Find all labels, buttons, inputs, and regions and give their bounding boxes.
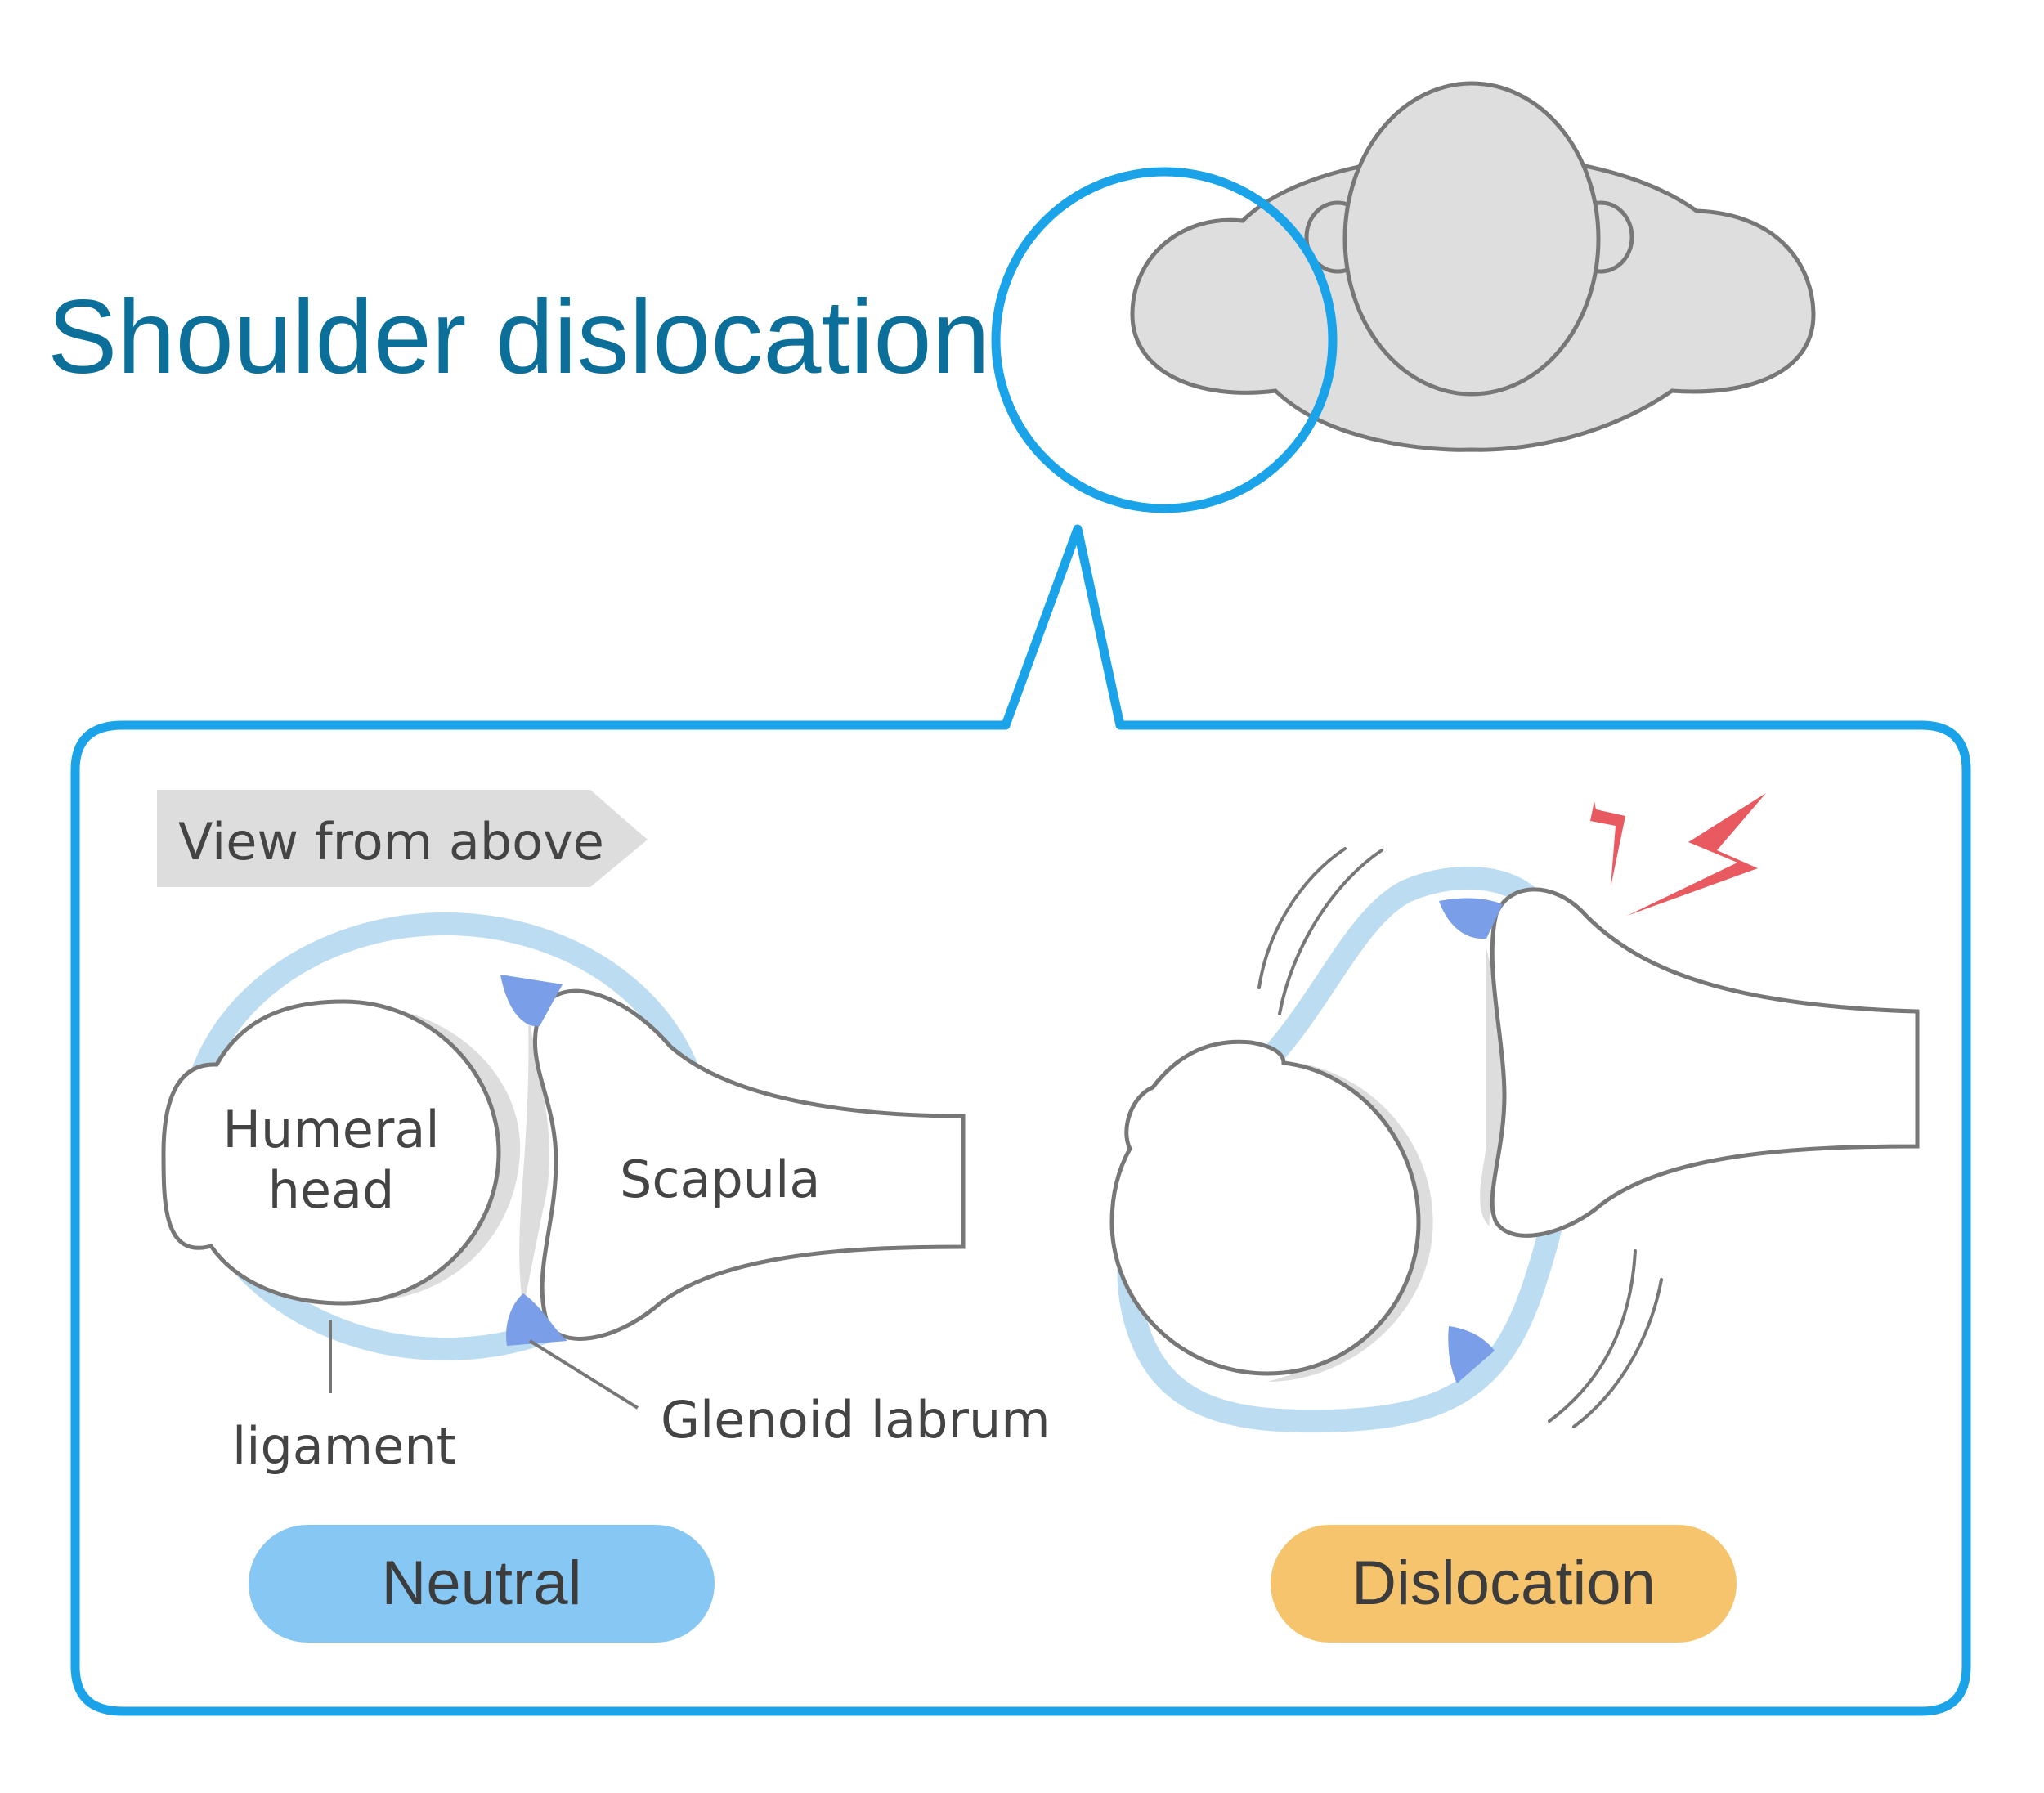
dislocation-labrum-bottom: [1448, 1326, 1495, 1383]
pain-bolt-small: [1586, 760, 1625, 887]
humeral-label-line1: Humeral: [222, 1100, 440, 1159]
motion-lines-right: [1548, 1249, 1663, 1428]
view-from-above-label: View from above: [178, 812, 604, 872]
callout-frame: [70, 524, 1971, 1716]
view-banner: [157, 790, 648, 887]
neutral-pill: [249, 1525, 715, 1643]
neutral-scapula: [532, 988, 966, 1341]
page-title: Shoulder dislocation: [47, 279, 990, 396]
dislocation-joint: [1109, 760, 1920, 1433]
neutral-labrum-top: [500, 975, 563, 1027]
glenoid-leader-line: [528, 1339, 639, 1410]
dislocation-label: Dislocation: [1351, 1549, 1656, 1618]
dislocation-scapula: [1490, 887, 1920, 1238]
magnify-circle: [991, 167, 1338, 513]
dislocation-labrum-top: [1439, 898, 1503, 939]
neutral-label: Neutral: [381, 1549, 582, 1618]
humeral-label-line2: head: [267, 1160, 395, 1220]
body-top-view: [1130, 81, 1816, 452]
dislocation-humeral-head: [1109, 1039, 1421, 1376]
ligament-label: ligament: [232, 1416, 456, 1476]
dislocation-pill: [1271, 1525, 1737, 1643]
neutral-joint: [161, 912, 966, 1410]
glenoid-labrum-label: Glenoid labrum: [661, 1390, 1051, 1450]
pain-bolt-large: [1627, 793, 1766, 916]
pain-bolts: [1586, 760, 1766, 916]
scapula-label: Scapula: [620, 1150, 821, 1209]
neutral-humeral-head: [161, 999, 501, 1306]
dislocation-ligament: [1117, 866, 1580, 1433]
motion-lines-left: [1257, 847, 1383, 1015]
head: [1342, 81, 1601, 397]
neutral-labrum-bottom: [506, 1293, 567, 1346]
humeral-head-label: Humeral head: [208, 1100, 454, 1221]
